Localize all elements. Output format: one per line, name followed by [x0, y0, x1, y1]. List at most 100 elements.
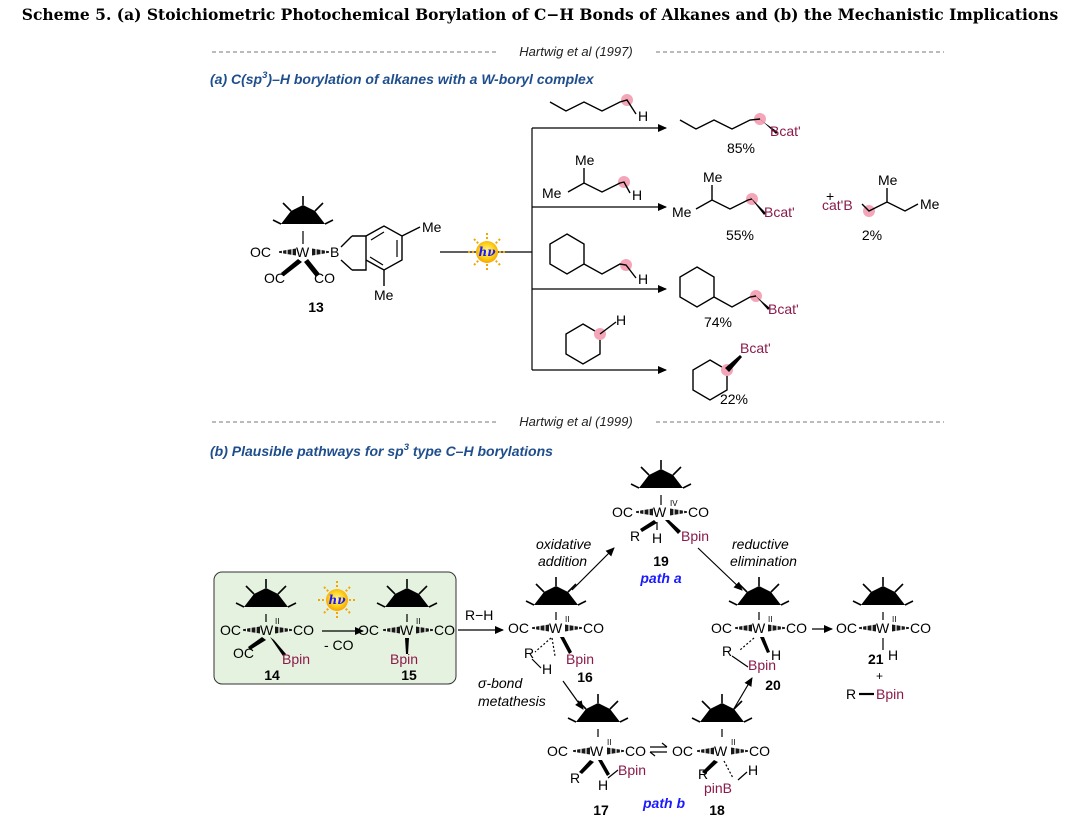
tungsten-label: W	[296, 244, 310, 260]
header-hartwig-1997: Hartwig et al (1997)	[519, 44, 632, 59]
co-label-2: CO	[910, 620, 931, 636]
side-catb: cat'B	[822, 197, 853, 213]
co-label-2: CO	[688, 504, 709, 520]
bpin-label: Bpin	[566, 651, 594, 667]
complex-21: OC W II CO 21 H	[836, 576, 931, 667]
substrate-h: H	[638, 271, 648, 287]
tungsten-label: W	[400, 622, 414, 638]
arrow-19-20	[697, 547, 743, 591]
section-b-heading: (b) Plausible pathways for sp3 type C–H …	[210, 442, 553, 459]
co-label: OC	[547, 743, 568, 759]
yield-85: 85%	[727, 140, 755, 156]
co-label-3: OC	[233, 645, 254, 661]
substrate-h: H	[632, 187, 642, 203]
bpin-label: Bpin	[282, 651, 310, 667]
product-me-2: Me	[672, 204, 692, 220]
complex-19: OC W IV CO R H Bpin 19	[612, 459, 709, 569]
oxidation-state: II	[768, 615, 772, 624]
co-label-3: CO	[314, 270, 335, 286]
boron-label: B	[330, 244, 339, 260]
co-label: OC	[358, 622, 379, 638]
h-label: H	[598, 777, 608, 793]
arrow-16-17	[562, 680, 584, 710]
co-label-2: CO	[434, 622, 455, 638]
product-pentyl-boronate: Bcat' 85%	[679, 113, 801, 156]
co-label-2: CO	[293, 622, 314, 638]
product-bcat: Bcat'	[764, 204, 795, 220]
oxidation-state: II	[565, 615, 569, 624]
rh-label: R−H	[465, 607, 493, 623]
bpin-label: Bpin	[390, 651, 418, 667]
oxidation-state: II	[275, 617, 279, 626]
co-label: OC	[836, 620, 857, 636]
compound-number-13: 13	[308, 299, 324, 315]
yield-55: 55%	[726, 227, 754, 243]
tungsten-label: W	[714, 743, 728, 759]
h-label: H	[748, 762, 758, 778]
co-label: OC	[711, 620, 732, 636]
methyl-label-2: Me	[374, 287, 394, 303]
complex-15: OC W II CO Bpin 15	[358, 578, 455, 683]
side-me: Me	[878, 172, 898, 188]
light-sun-icon: hν	[317, 580, 357, 620]
side-product-boronate: cat'B Me Me 2%	[822, 172, 940, 243]
h-label: H	[542, 661, 552, 677]
compound-number-21: 21	[868, 651, 884, 667]
compound-number-18: 18	[709, 802, 725, 818]
arrow-16-19	[571, 547, 615, 591]
tungsten-boryl-complex-13: OC W B OC CO Me Me 13	[250, 195, 442, 315]
plus-sign: +	[876, 669, 883, 683]
minus-co-label: - CO	[324, 637, 354, 653]
product-bcat: Bcat'	[768, 301, 799, 317]
tungsten-label: W	[653, 504, 667, 520]
h-label: H	[771, 647, 781, 663]
light-sun-icon: hν	[467, 232, 507, 272]
tungsten-label: W	[590, 743, 604, 759]
substrate-pentane: H	[549, 94, 648, 124]
co-label: OC	[220, 622, 241, 638]
plus-sign: +	[826, 188, 834, 204]
substrate-h: H	[616, 312, 626, 328]
product-isopentyl-boronate: Me Me Bcat' 55%	[672, 169, 795, 243]
co-label-2: CO	[786, 620, 807, 636]
equilibrium-arrows	[649, 742, 668, 757]
bpin-label: Bpin	[618, 762, 646, 778]
substrate-isopentane: Me Me H	[542, 152, 642, 203]
product-cyclohexyl-boronate: Bcat' 22%	[692, 340, 771, 407]
oxidation-state: II	[416, 617, 420, 626]
substrate-h: H	[638, 108, 648, 124]
complex-18: OC W II CO R pinB H 18	[672, 693, 770, 818]
header-hartwig-1999: Hartwig et al (1999)	[519, 414, 632, 429]
product-bcat: Bcat'	[770, 123, 801, 139]
complex-17: OC W II CO R H Bpin 17	[547, 693, 646, 818]
product-me: Me	[703, 169, 723, 185]
h-label: H	[652, 530, 662, 546]
substrate-me-2: Me	[542, 185, 562, 201]
complex-14: OC W II CO OC Bpin 14	[220, 578, 314, 683]
sigma-bond-label: σ-bond	[478, 675, 523, 691]
oxidation-state: II	[607, 738, 611, 747]
r-label: R	[524, 645, 534, 661]
metathesis-label: metathesis	[478, 693, 546, 709]
r-label: R	[570, 770, 580, 786]
yield-74: 74%	[704, 314, 732, 330]
oxidation-state: II	[892, 615, 896, 624]
r-label: R	[630, 528, 640, 544]
compound-number-17: 17	[593, 802, 609, 818]
path-a-label: path a	[639, 570, 681, 586]
co-label: OC	[672, 743, 693, 759]
co-label: OC	[250, 244, 271, 260]
oxidation-state: IV	[670, 499, 678, 508]
r-label: R	[722, 643, 732, 659]
scheme-title: Scheme 5. (a) Stoichiometric Photochemic…	[22, 5, 1059, 24]
hv-label: hν	[478, 245, 496, 259]
co-label: OC	[508, 620, 529, 636]
compound-number-15: 15	[401, 667, 417, 683]
section-a-heading: (a) C(sp3)–H borylation of alkanes with …	[210, 70, 595, 87]
product-cyclohexylethyl-boronate: Bcat' 74%	[679, 266, 799, 330]
side-me-2: Me	[920, 196, 940, 212]
oxidative-label: oxidative	[536, 536, 591, 552]
co-label-2: CO	[625, 743, 646, 759]
reductive-label: reductive	[732, 536, 789, 552]
co-label: OC	[612, 504, 633, 520]
